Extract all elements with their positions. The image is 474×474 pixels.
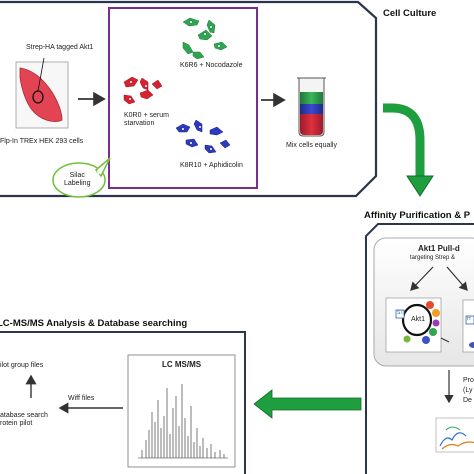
processing-text: Pro (Ly De (463, 377, 474, 405)
targeting-label: targeting Strep & (410, 255, 456, 261)
pilot-group-files-label: ilot group files (0, 362, 44, 369)
lcms-title: LC-MS/MS Analysis & Database searching (0, 318, 188, 329)
hek-cells-label: Flp-In TREx HEK 293 cells (0, 138, 84, 145)
affinity-title: Affinity Purification & P (364, 210, 471, 221)
ha-tag-label: H (467, 316, 471, 322)
spectrum-title: LC MS/MS (162, 360, 202, 369)
lcms-spectrum (127, 354, 236, 468)
akt1-complex (385, 297, 450, 353)
akt1-complex-2 (462, 299, 474, 353)
akt1-bead-label: Akt1 (411, 316, 426, 323)
peptide-thumbnail (435, 417, 474, 453)
database-search-label: atabase search rotein pilot (0, 412, 48, 428)
st-tag-label: ST (397, 310, 404, 316)
cell-culture-title: Cell Culture (383, 8, 437, 19)
wiff-files-label: Wiff files (68, 395, 95, 402)
silac-conditions-box (108, 7, 258, 189)
mix-cells-label: Mix cells equally (286, 142, 337, 149)
green-cells (182, 17, 228, 60)
lcms-frame (0, 331, 246, 474)
curved-arrow-to-affinity (383, 103, 425, 178)
hek-cell-image (15, 57, 69, 129)
silac-labeling-bubble (52, 162, 106, 198)
mixed-cells-tube (297, 77, 326, 137)
strep-ha-label: Strep-HA tagged Akt1 (26, 44, 94, 51)
red-cells (123, 76, 163, 105)
cell-culture-frame (0, 0, 378, 198)
k0r0-label: K0R0 + serum starvation (124, 112, 169, 128)
k6r6-label: K6R6 + Nocodazole (180, 62, 243, 69)
arrow-to-lcms (253, 389, 362, 419)
pulldown-title: Akt1 Pull-d (418, 244, 460, 253)
silac-bubble-text: Silac Labeling (64, 172, 91, 188)
blue-cells (175, 119, 231, 154)
affinity-frame (365, 223, 474, 474)
k8r10-label: K8R10 + Aphidicolin (180, 162, 243, 169)
